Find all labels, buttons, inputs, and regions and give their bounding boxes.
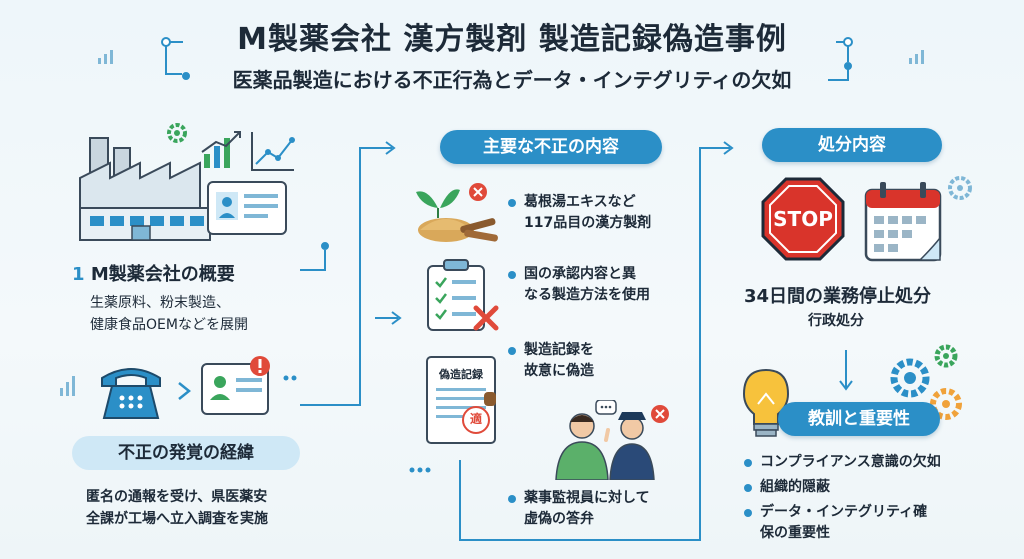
bullet-dot xyxy=(744,509,752,517)
telephone-icon xyxy=(101,368,161,419)
lesson-item-3: データ・インテグリティ確 保の重要性 xyxy=(744,502,941,544)
bullet-dot xyxy=(744,484,752,492)
lesson-item-3-text: データ・インテグリティ確 保の重要性 xyxy=(760,504,928,541)
bullet-dot xyxy=(744,459,752,467)
page-title: M製薬会社 漢方製剤 製造記録偽造事例 xyxy=(237,22,787,57)
lesson-item-2-text: 組織的隠蔽 xyxy=(760,479,830,495)
fraud-item-2-line-1: 国の承認内容と異 xyxy=(524,266,636,282)
lessons-gears-icon xyxy=(890,344,962,420)
fraud-item-4: 薬事監視員に対して虚偽の答弁 xyxy=(508,488,650,530)
lessons-heading: 教訓と重要性 xyxy=(778,402,940,436)
lightbulb-icon xyxy=(742,368,790,437)
bullet-dot xyxy=(508,199,516,207)
id-card-icon xyxy=(207,181,287,235)
stamp-label: 適 xyxy=(469,412,482,426)
line-chart-icon xyxy=(251,132,295,171)
fraud-item-3-line-1: 製造記録を xyxy=(524,342,594,358)
fraud-item-1: 葛根湯エキスなど 117品目の漢方製剤 xyxy=(508,192,651,234)
fraud-item-2: 国の承認内容と異なる製造方法を使用 xyxy=(508,264,650,306)
gear-icon xyxy=(167,123,187,143)
stamp-icon: 適 xyxy=(462,406,490,434)
penalty-heading: 処分内容 xyxy=(762,128,942,162)
fraud-item-3-line-2: 故意に偽造 xyxy=(524,363,594,379)
report-card-icon xyxy=(201,356,270,415)
discovery-line-2: 全課が工場へ立入調査を実施 xyxy=(86,511,268,527)
fraud-item-3: 製造記録を故意に偽造 xyxy=(508,340,594,382)
overview-line-1: 生薬原料、粉末製造、 xyxy=(90,295,230,311)
lesson-item-1: コンプライアンス意識の欠如 xyxy=(744,452,941,473)
gears-icon xyxy=(948,176,972,200)
herbs-icon xyxy=(416,183,498,242)
bar-chart-icon xyxy=(201,131,241,168)
bullet-dot xyxy=(508,495,516,503)
arrow-right-icon xyxy=(178,382,192,400)
stamp-handle-icon xyxy=(484,392,496,406)
bullet-dot xyxy=(508,347,516,355)
discovery-heading: 不正の発覚の経緯 xyxy=(72,436,300,470)
discovery-text: 匿名の通報を受け、県医薬安 全課が工場へ立入調査を実施 xyxy=(86,486,268,530)
main-fraud-heading: 主要な不正の内容 xyxy=(440,130,662,164)
calendar-icon xyxy=(864,182,942,262)
penalty-sub-text: 行政処分 xyxy=(808,313,864,329)
overview-text: 生薬原料、粉末製造、 健康食品OEMなどを展開 xyxy=(90,292,248,336)
fraud-item-2-line-2: なる製造方法を使用 xyxy=(524,287,650,303)
lesson-item-1-text: コンプライアンス意識の欠如 xyxy=(760,454,941,470)
page-subtitle: 医薬品製造における不正行為とデータ・インテグリティの欠如 xyxy=(232,68,792,92)
stop-sign-text: STOP xyxy=(773,207,833,231)
checklist-icon xyxy=(427,259,499,331)
overview-heading: 1 M製薬会社の概要 xyxy=(72,260,235,286)
fraud-item-1-line-1: 葛根湯エキスなど xyxy=(524,194,636,210)
penalty-main-text: 34日間の業務停止処分 xyxy=(744,286,932,307)
forged-record-label: 偽造記録 xyxy=(439,368,483,381)
stop-sign-icon: STOP xyxy=(761,177,845,261)
discovery-line-1: 匿名の通報を受け、県医薬安 xyxy=(86,489,268,505)
fraud-item-4-line-1: 薬事監視員に対して xyxy=(524,490,650,506)
bullet-dot xyxy=(508,271,516,279)
overview-line-2: 健康食品OEMなどを展開 xyxy=(90,317,248,333)
lessons-list: コンプライアンス意識の欠如 組織的隠蔽 データ・インテグリティ確 保の重要性 xyxy=(744,452,941,544)
factory-icon xyxy=(79,137,211,241)
lesson-item-2: 組織的隠蔽 xyxy=(744,477,941,498)
inspection-people-icon xyxy=(555,400,669,480)
overview-title: M製薬会社の概要 xyxy=(90,264,235,285)
fraud-item-1-line-2: 117品目の漢方製剤 xyxy=(524,215,652,231)
fraud-item-4-line-2: 虚偽の答弁 xyxy=(524,511,594,527)
overview-number: 1 xyxy=(72,264,85,285)
